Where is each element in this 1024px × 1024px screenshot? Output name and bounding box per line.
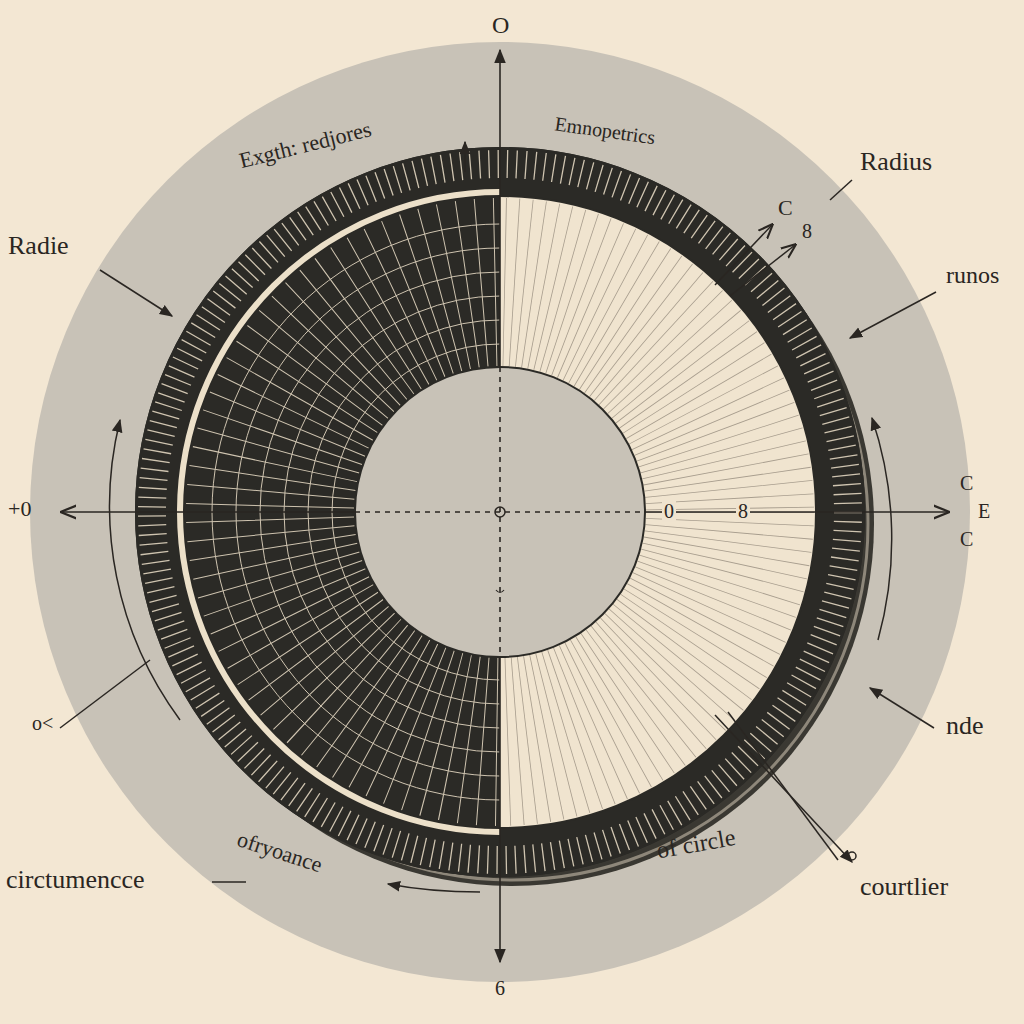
- label-slot: 0: [662, 500, 676, 522]
- label-slot: C: [958, 472, 975, 494]
- label-slot: nde: [944, 712, 986, 741]
- label-slot: +0: [6, 497, 33, 521]
- label-slot: ofryoance: [232, 827, 327, 878]
- diagram-label: of circle: [653, 824, 740, 864]
- diagram-label: nde: [944, 711, 986, 740]
- label-slot: Exgth: redjores: [235, 117, 376, 174]
- label-slot: 8: [800, 220, 814, 242]
- label-slot: 8: [736, 500, 750, 522]
- grey-disk: [30, 42, 970, 982]
- diagram-label: ofryoance: [232, 826, 327, 878]
- label-slot: C: [776, 196, 795, 220]
- diagram-label: +0: [6, 496, 33, 521]
- label-slot: Radius: [858, 148, 934, 177]
- label-slot: o<: [30, 712, 55, 734]
- inner-disk: [355, 367, 645, 657]
- label-slot: C: [958, 528, 975, 550]
- diagram-label: Exgth: redjores: [235, 116, 376, 174]
- diagram-label: C: [958, 472, 975, 494]
- diagram-label: circtumencce: [4, 865, 147, 894]
- label-slot: E: [976, 500, 992, 522]
- diagram-label: 8: [800, 220, 814, 242]
- shadow-ring: [150, 162, 874, 886]
- center-mark: [496, 590, 504, 593]
- diagram-label: Radius: [858, 147, 934, 176]
- diagram-label: o<: [30, 712, 55, 734]
- diagram-label: Radie: [6, 231, 71, 260]
- label-slot: Emnopetrics: [551, 112, 658, 148]
- center-point: [495, 507, 505, 517]
- diagram-label: runos: [944, 262, 1001, 288]
- shadow-edge: [156, 168, 868, 880]
- diagram-label: 8: [736, 500, 750, 522]
- label-slot: runos: [944, 262, 1001, 288]
- label-slot: O: [490, 12, 511, 38]
- diagram-label: 6: [493, 977, 507, 999]
- diagram-label: O: [490, 12, 511, 38]
- diagram-label: 0: [662, 500, 676, 522]
- diagram-label: Emnopetrics: [551, 112, 658, 148]
- diagram-label: C: [958, 528, 975, 550]
- label-slot: courtlier: [858, 873, 950, 902]
- diagram-label: C: [776, 195, 795, 220]
- label-slot: Radie: [6, 232, 71, 261]
- label-slot: of circle: [653, 824, 740, 864]
- axes: [62, 50, 948, 962]
- label-slot: circtumencce: [4, 866, 147, 895]
- leader-lines: [60, 142, 936, 892]
- diagram-label: E: [976, 500, 992, 522]
- label-slot: 6: [493, 977, 507, 999]
- diagram-label: courtlier: [858, 872, 950, 901]
